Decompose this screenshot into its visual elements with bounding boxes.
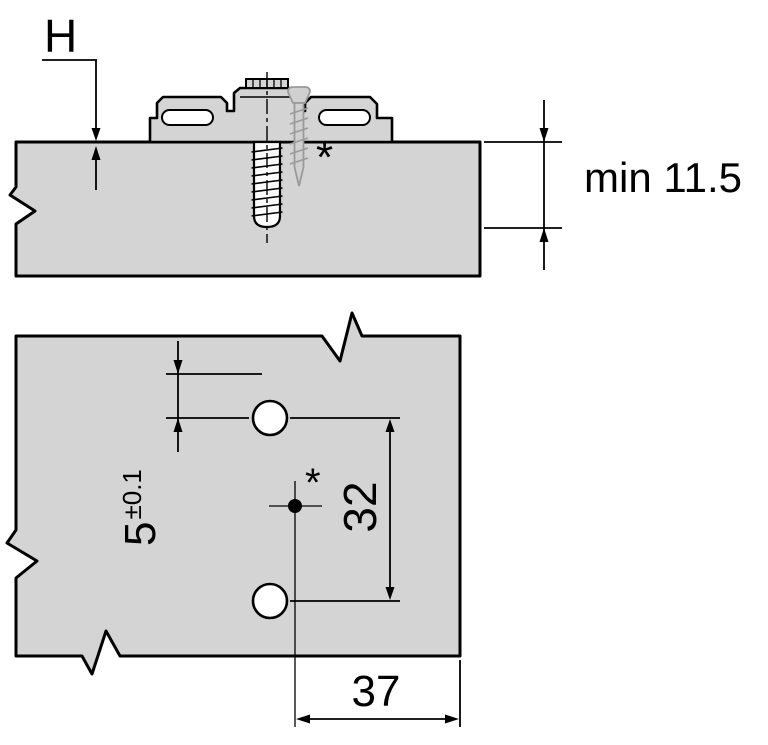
arrowhead-down	[91, 128, 101, 141]
side-view: * H min 11.5	[8, 10, 742, 278]
hole-offset-tolerance: ±0.1	[117, 469, 147, 519]
hole-spacing-label: 32	[334, 481, 386, 532]
alternative-wood-screw-phantom	[287, 86, 311, 187]
hole-offset-dimension: 5 ±0.1	[116, 341, 262, 546]
arrowhead-down	[539, 128, 549, 142]
top-view: * 5 ±0.1 32 37	[5, 311, 462, 727]
arrowhead-right	[445, 714, 459, 724]
right-wing-slot	[318, 109, 371, 126]
min-depth-label: min 11.5	[584, 154, 742, 201]
arrowhead-up	[539, 228, 549, 242]
phantom-screw-shank	[293, 102, 305, 187]
mounting-plate-top-view	[5, 311, 462, 676]
arrowhead-up	[385, 419, 395, 432]
arrowhead-up	[91, 146, 101, 160]
hole-spacing-dimension: 32	[290, 417, 400, 602]
cabinet-panel-cross-section	[8, 140, 482, 278]
edge-distance-dimension: 37	[294, 531, 461, 727]
height-dimension: H	[42, 10, 101, 190]
hole-offset-value: 5	[116, 522, 165, 546]
arrowhead-up	[173, 418, 183, 432]
system-screw-marker: *	[305, 461, 321, 505]
arrowhead-down	[385, 587, 395, 600]
left-wing-slot	[161, 109, 214, 126]
hole-offset-label: 5 ±0.1	[116, 469, 165, 546]
edge-distance-label: 37	[352, 667, 401, 716]
system-screw-position: *	[269, 461, 322, 531]
alt-fastening-marker-side: *	[316, 133, 333, 182]
arrowhead-left	[296, 714, 310, 724]
height-dimension-label: H	[44, 10, 77, 62]
arrowhead-down	[173, 360, 183, 374]
system-screw-position-dot	[288, 499, 302, 513]
phantom-screw-head	[287, 86, 311, 104]
phantom-screw-threads	[289, 107, 309, 165]
screw-hole-bottom	[251, 582, 289, 620]
min-depth-dimension: min 11.5	[484, 100, 742, 270]
screw-hole-top	[251, 399, 289, 437]
